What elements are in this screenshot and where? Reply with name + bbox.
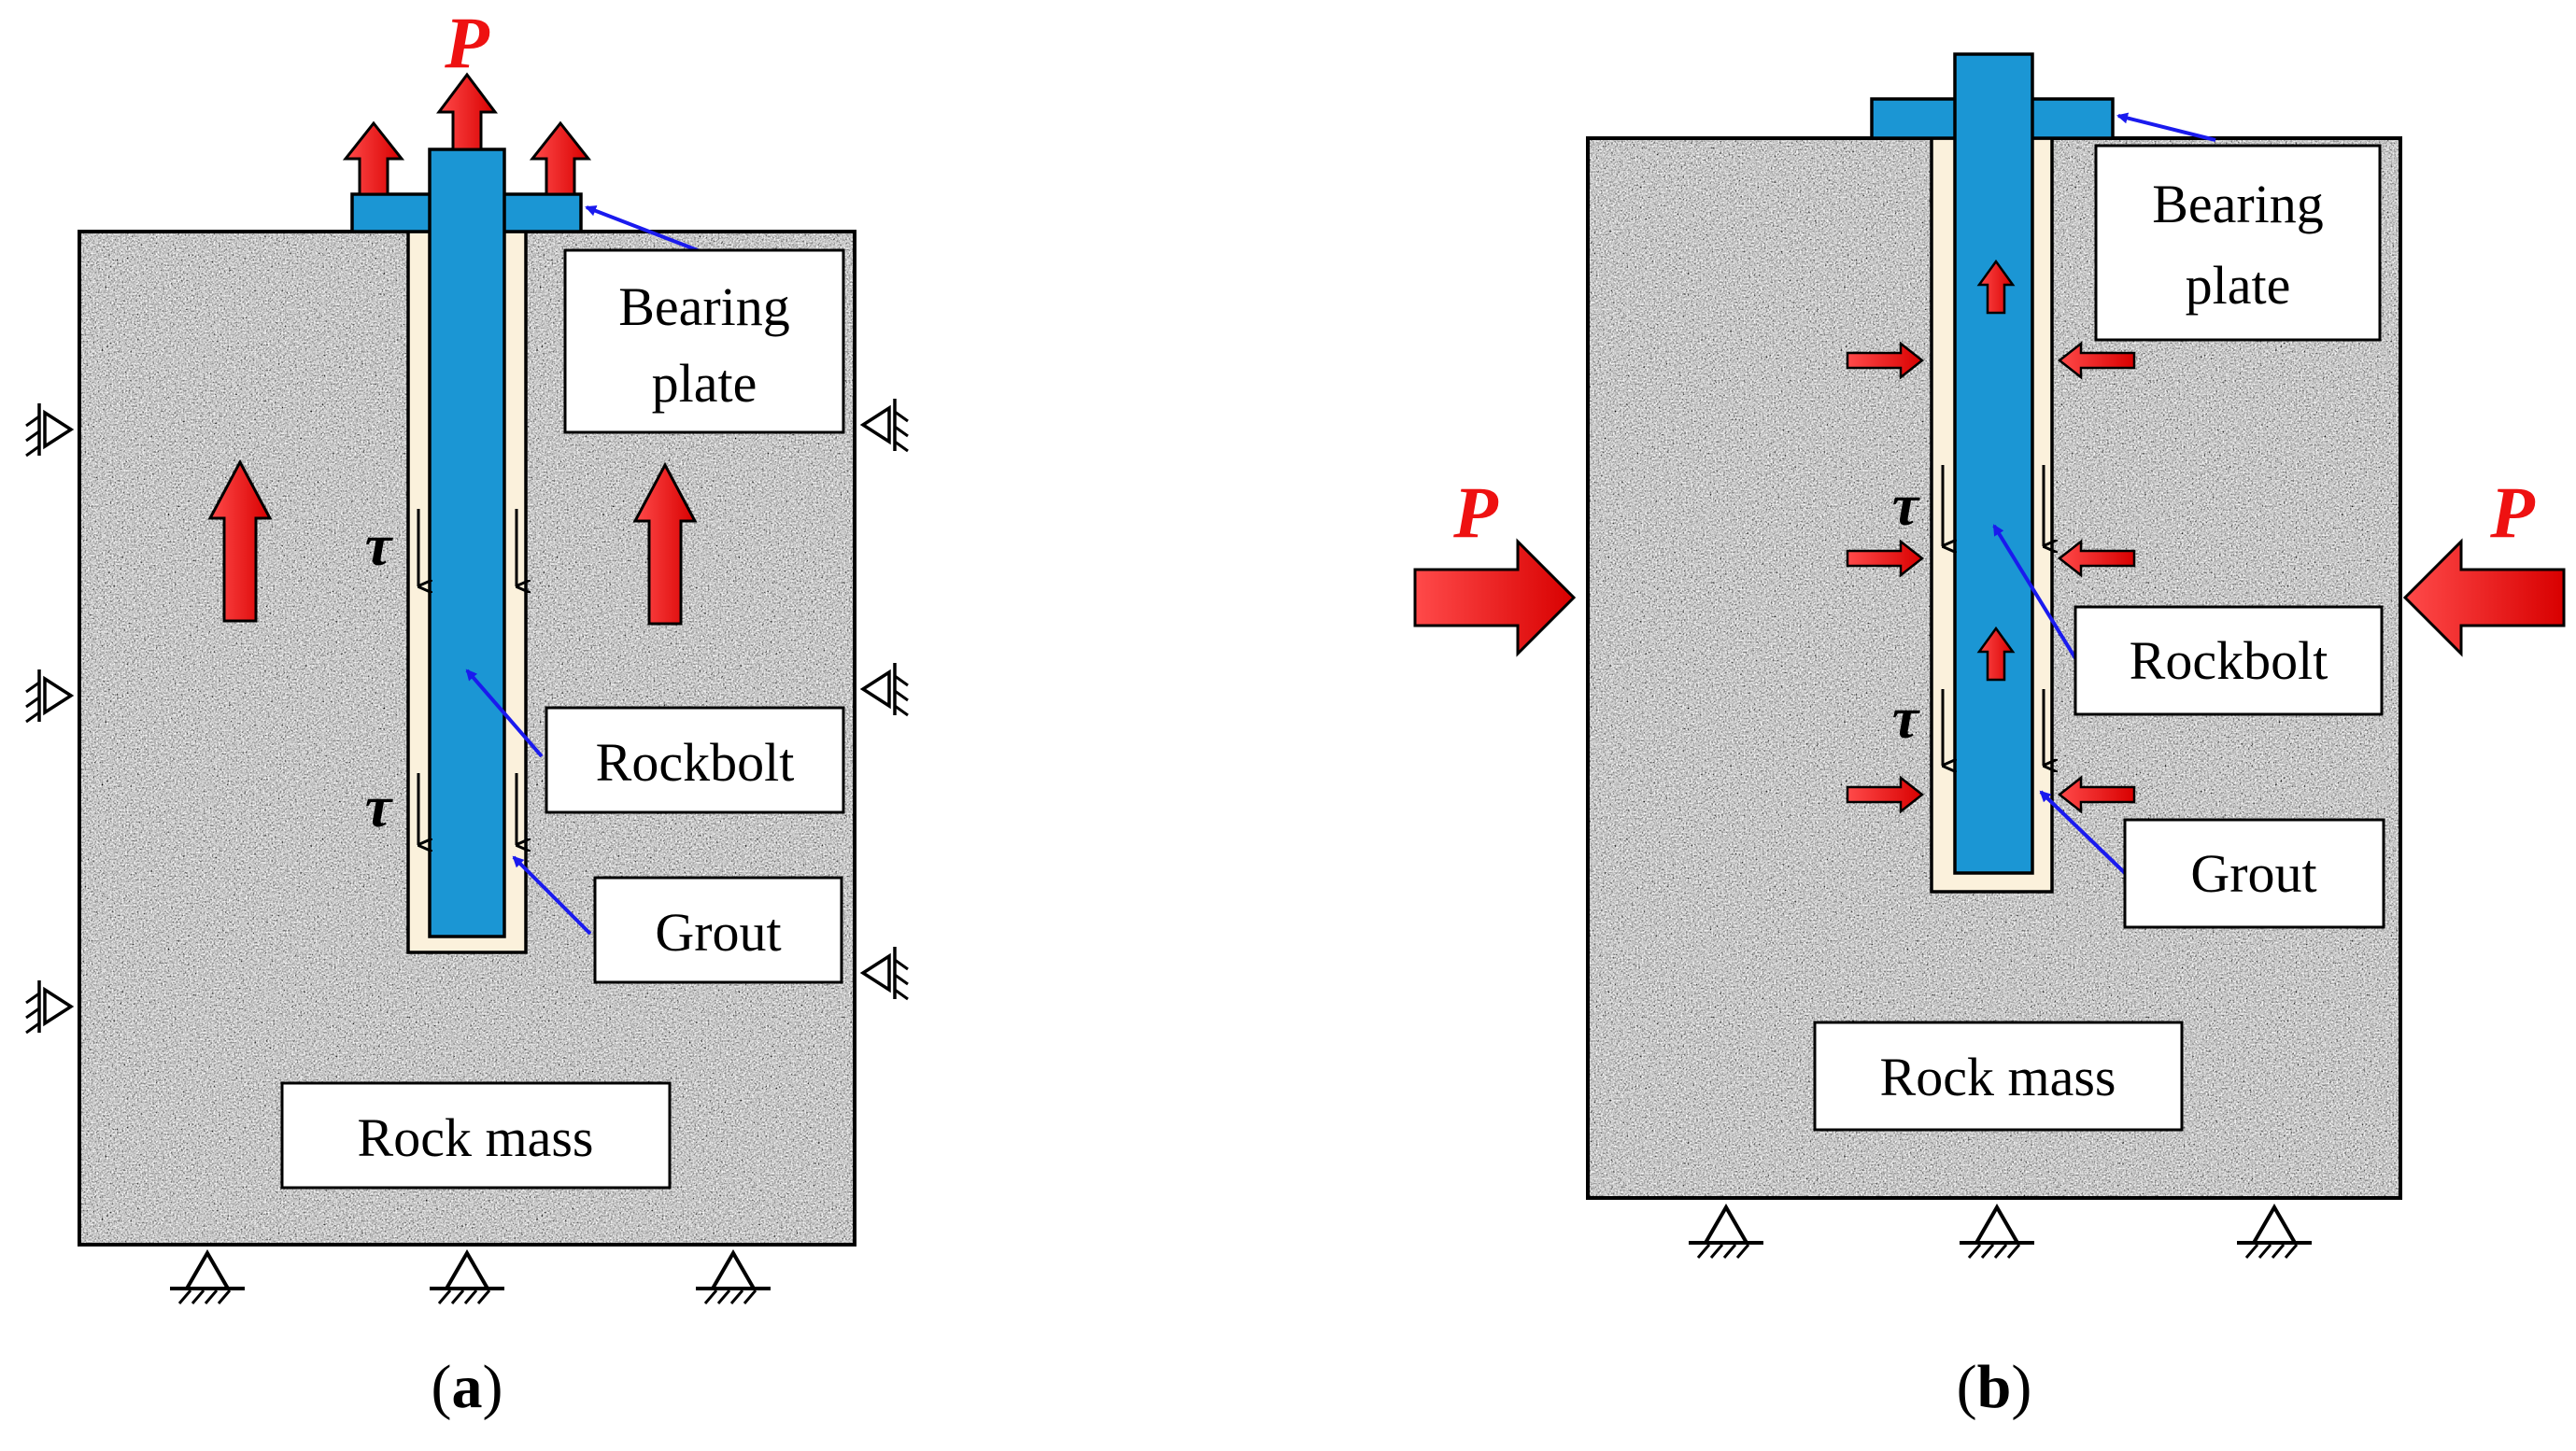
bearing-plate-label-a-line1: Bearing [618,276,790,337]
grout-label-box-a: Grout [593,876,843,984]
caption-b: (b) [1957,1353,2032,1421]
tau-label-b-upper: τ [1892,472,1921,538]
shear-arrows-a [417,509,517,845]
leader-lines-a [465,205,703,936]
rockbolt-label-box-a: Rockbolt [545,706,845,814]
support-icon [694,1251,772,1305]
confining-arrows-b [1846,341,2136,814]
leader-lines-b [1992,112,2216,875]
load-label-a: P [444,2,490,83]
rock-mass-label-b: Rock mass [1880,1047,2116,1107]
rockbolt-b [1953,52,2034,875]
lateral-support-icon [24,668,73,724]
rock-mass-label-box-a: Rock mass [280,1081,672,1190]
caption-letter-b: b [1977,1353,2012,1421]
support-icon [1687,1205,1765,1260]
grout-label-b: Grout [2190,843,2316,904]
bearing-plate-label-box-b: Bearing plate [2094,144,2382,342]
rock-arrows-a [207,458,698,626]
tau-label-a-upper: τ [365,512,394,578]
bottom-supports-b [1687,1205,2314,1260]
bearing-plate-label-box-a: Bearing plate [563,248,845,434]
lateral-load-arrows-b [1413,538,2566,657]
panel-a: P τ τ Bearing plate Rockbolt [24,2,910,1421]
lateral-support-icon [861,945,910,1001]
rockbolt-label-box-b: Rockbolt [2074,605,2384,716]
support-icon [428,1251,506,1305]
rockbolt-label-b: Rockbolt [2130,630,2328,691]
bolt-arrows-b [1976,259,2016,682]
shear-arrows-b [1941,465,2044,766]
panel-b: P P τ τ Bearing plate Rockbolt [1413,52,2566,1421]
bearing-plate-label-b-line2: plate [2186,255,2291,316]
rock-mass-label-a: Rock mass [358,1107,594,1168]
lateral-support-icon [861,661,910,717]
rockbolt-label-a: Rockbolt [596,732,795,793]
grout-label-a: Grout [655,902,781,963]
tau-label-b-lower: τ [1892,684,1921,751]
bearing-plate-label-b-line1: Bearing [2152,174,2324,234]
bottom-supports-a [168,1251,772,1305]
tau-label-a-lower: τ [365,773,394,839]
load-label-b-right: P [2489,472,2536,553]
lateral-support-icon [861,397,910,453]
caption-a: (a) [432,1353,503,1421]
support-icon [2235,1205,2314,1260]
support-icon [168,1251,247,1305]
grout-label-box-b: Grout [2123,818,2385,929]
rock-mass-label-box-b: Rock mass [1813,1021,2184,1132]
load-label-b-left: P [1452,472,1499,553]
bearing-plate-label-a-line2: plate [652,353,757,414]
lateral-support-icon [24,401,73,458]
lateral-support-icon [24,979,73,1035]
caption-letter-a: a [452,1353,483,1421]
support-icon [1958,1205,2036,1260]
pull-arrows-a [342,72,592,196]
rockbolt-a [428,148,506,938]
